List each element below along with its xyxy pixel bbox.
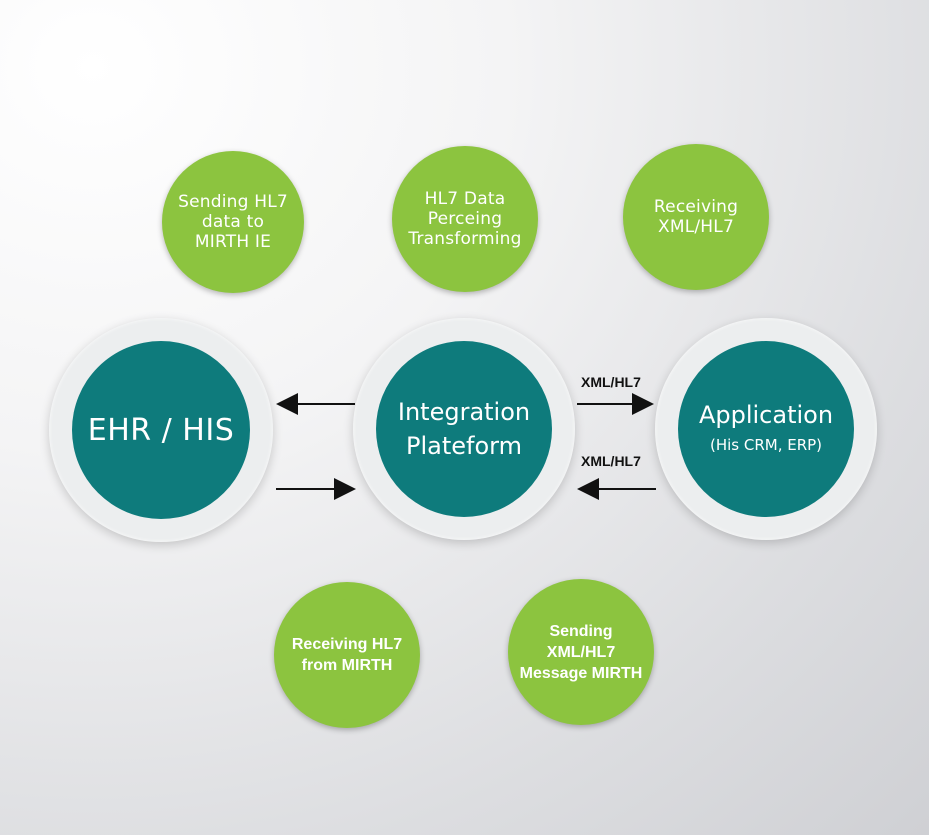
arrow-integration-to-application xyxy=(577,393,654,415)
node-line: Sending xyxy=(549,622,613,640)
node-line: XML/HL7 xyxy=(546,643,616,661)
node-receiving-hl7-from-mirth: Receiving HL7 from MIRTH xyxy=(274,582,420,728)
node-line: Message MIRTH xyxy=(519,664,643,682)
node-receiving-xml-hl7: Receiving XML/HL7 xyxy=(623,144,769,290)
arrow-ehr-to-integration xyxy=(276,478,356,500)
node-line: MIRTH IE xyxy=(194,232,272,252)
ehr-his-node: EHR / HIS xyxy=(72,341,250,519)
ehr-his-title: EHR / HIS xyxy=(87,412,235,448)
node-sending-hl7-to-mirth: Sending HL7 data to MIRTH IE xyxy=(162,151,304,293)
integration-title-line: Plateform xyxy=(406,432,522,460)
arrow-integration-to-ehr xyxy=(276,393,355,415)
node-line: data to xyxy=(201,212,265,232)
node-line: HL7 Data xyxy=(424,189,506,209)
application-title: Application xyxy=(698,401,834,429)
node-line: XML/HL7 xyxy=(658,217,734,237)
integration-platform-node: Integration Plateform xyxy=(376,341,552,517)
node-line: Perceing xyxy=(427,209,503,229)
application-node: Application (His CRM, ERP) xyxy=(678,341,854,517)
node-line: from MIRTH xyxy=(301,657,393,674)
integration-title-line: Integration xyxy=(397,398,531,426)
node-hl7-data-transforming: HL7 Data Perceing Transforming xyxy=(392,146,538,292)
arrow-application-to-integration xyxy=(577,478,656,500)
node-line: Receiving HL7 xyxy=(291,636,403,653)
node-line: Transforming xyxy=(408,229,522,249)
node-sending-xml-hl7-message: Sending XML/HL7 Message MIRTH xyxy=(508,579,654,725)
application-subtitle: (His CRM, ERP) xyxy=(709,436,823,454)
arrow-label-bottom: XML/HL7 xyxy=(581,453,641,469)
node-line: Receiving xyxy=(653,197,739,217)
arrow-label-top: XML/HL7 xyxy=(581,374,641,390)
node-line: Sending HL7 xyxy=(178,192,288,212)
